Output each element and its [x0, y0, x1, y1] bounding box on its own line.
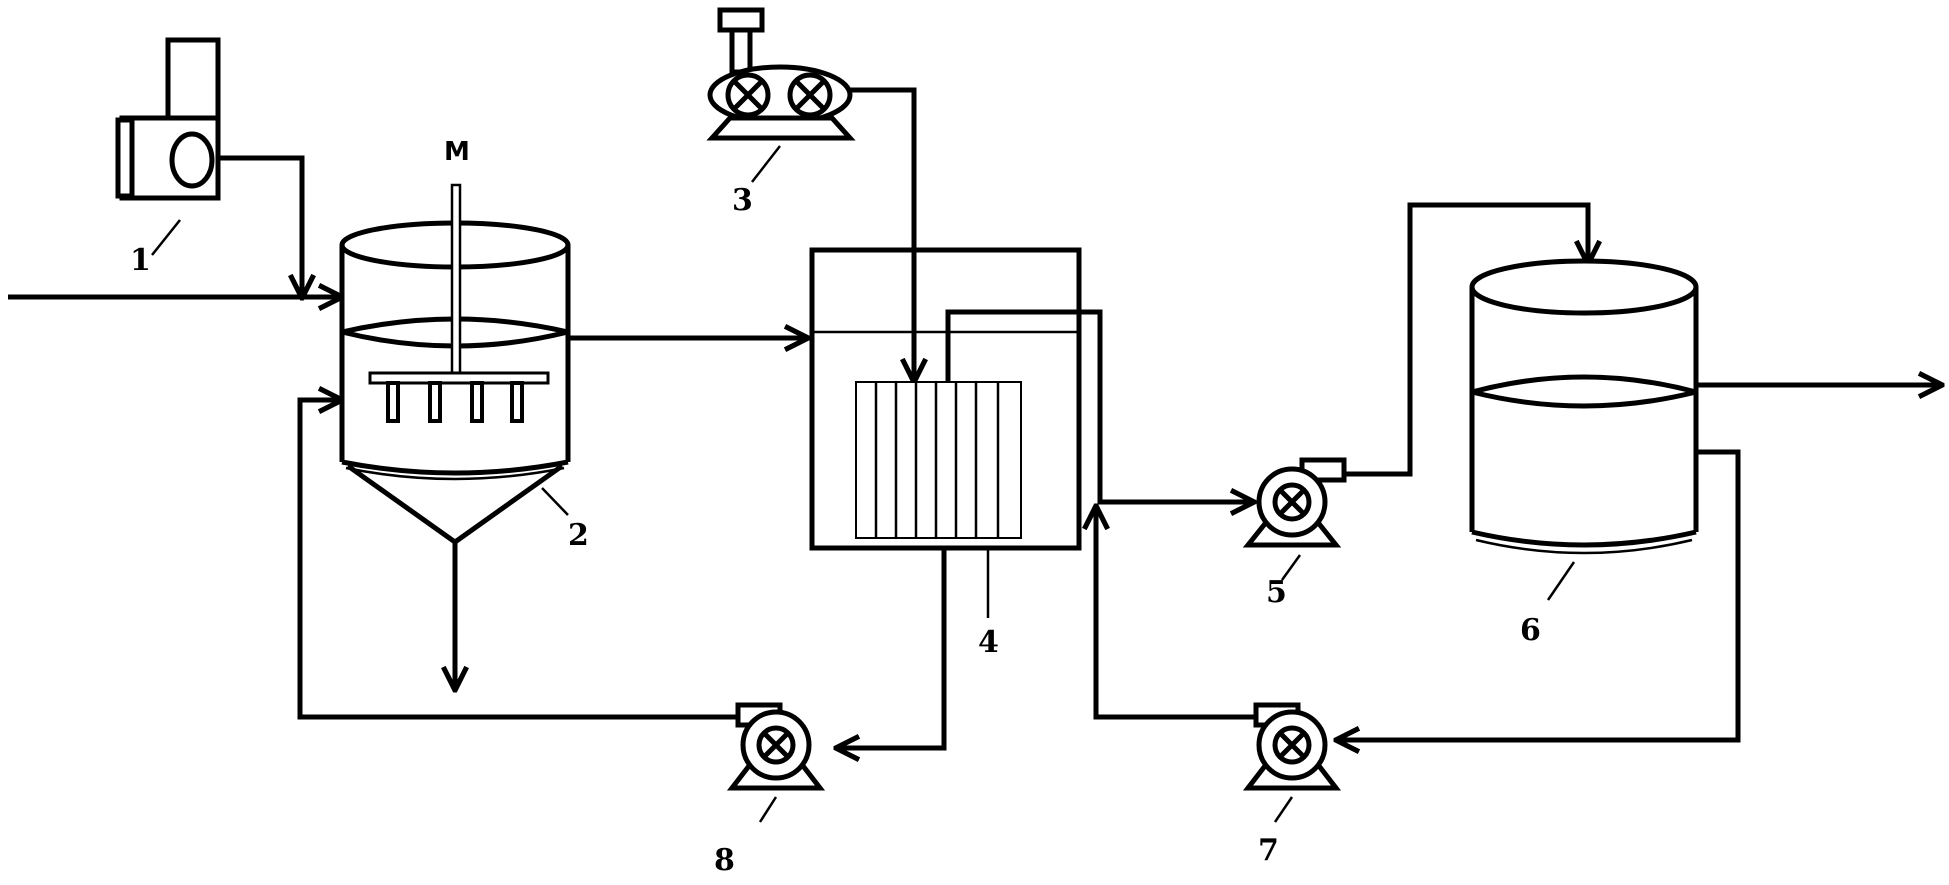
- mbr-to-pump8-line: [838, 548, 947, 748]
- backwash-pump: [1242, 702, 1342, 791]
- leader-line-2: [541, 487, 569, 516]
- sludge-return-pump: [726, 702, 826, 791]
- label-5: 5: [1266, 575, 1287, 610]
- leader-line-7: [1273, 796, 1294, 823]
- permeate-line: [945, 309, 1252, 502]
- ozone-generator: [115, 37, 221, 201]
- leader-line-1: [151, 219, 181, 256]
- aeration-line: [850, 87, 914, 380]
- tank-to-pump7-line: [1338, 449, 1741, 740]
- storage-tank: [1469, 258, 1699, 555]
- label-m: M: [444, 137, 470, 167]
- label-3: 3: [732, 183, 753, 218]
- label-1: 1: [130, 243, 151, 278]
- air-blower: [706, 7, 856, 141]
- pump5-to-tank-line: [1344, 202, 1588, 477]
- leader-line-3: [751, 145, 781, 183]
- label-7: 7: [1258, 833, 1279, 868]
- label-2: 2: [568, 518, 589, 553]
- label-4: 4: [978, 625, 999, 660]
- effluent-pump: [1242, 457, 1347, 548]
- backwash-line: [1096, 508, 1256, 720]
- label-6: 6: [1520, 613, 1541, 648]
- membrane-module: [855, 381, 1022, 539]
- sludge-return-line: [297, 400, 738, 720]
- label-8: 8: [714, 843, 735, 878]
- leader-line-8: [758, 796, 778, 823]
- leader-line-5: [1280, 554, 1302, 581]
- mixer-agitator: [368, 183, 550, 423]
- ozone-feed-line: [218, 155, 302, 296]
- leader-line-6: [1546, 561, 1576, 601]
